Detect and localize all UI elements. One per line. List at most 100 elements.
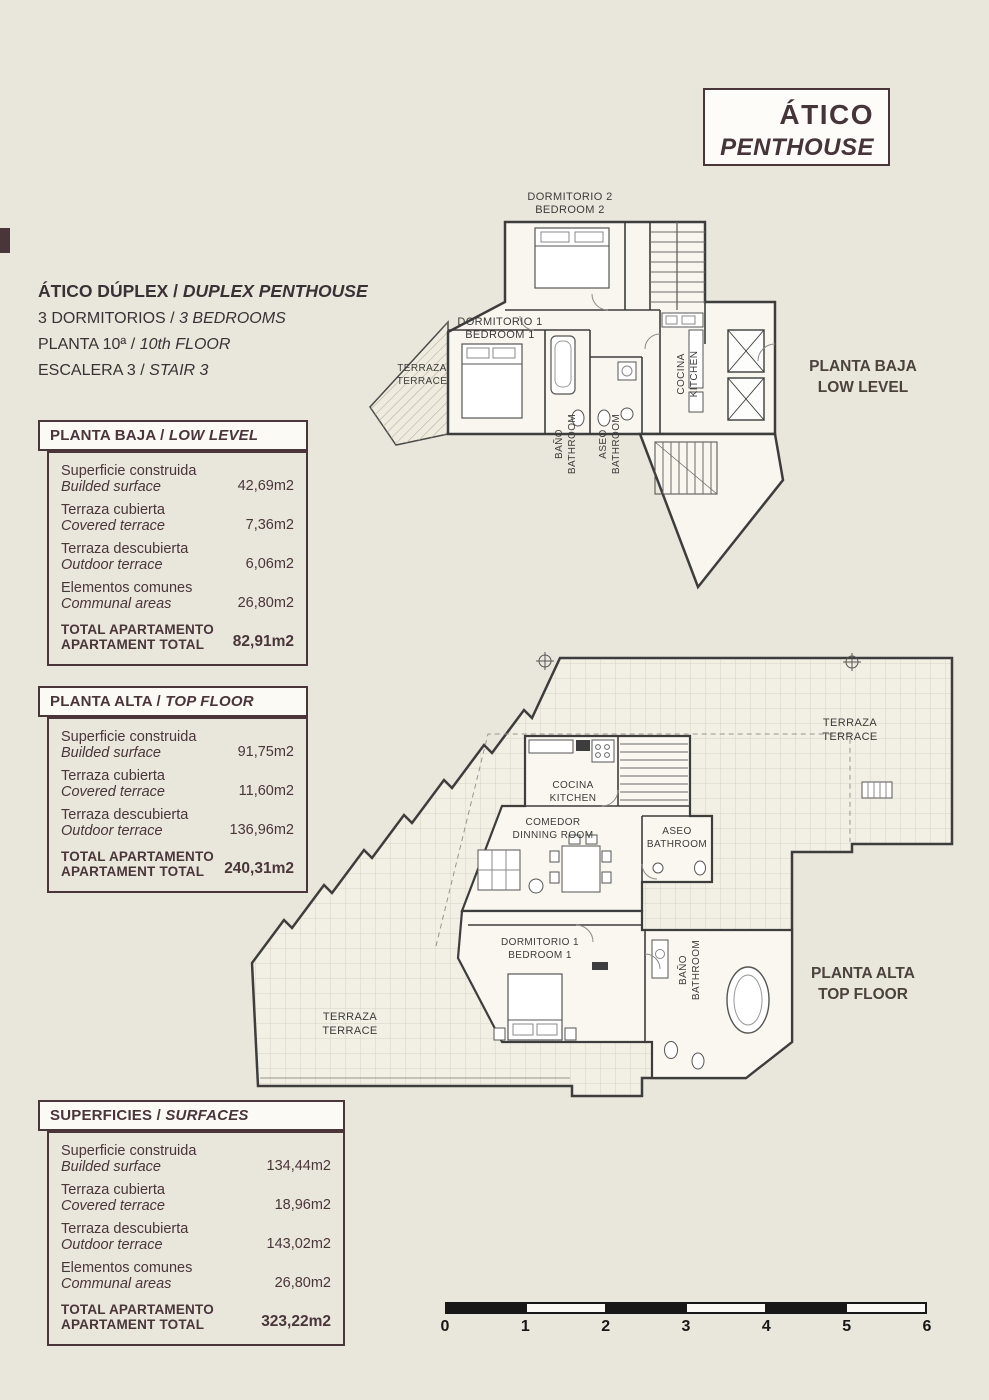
aseo-label-es: ASEO xyxy=(662,826,691,837)
apartment-interior-top xyxy=(456,734,794,1080)
table-top-floor: PLANTA ALTA / TOP FLOOR Superficie const… xyxy=(38,686,308,893)
left-edge-tab xyxy=(0,228,10,253)
row-label-es: Terraza cubierta xyxy=(61,502,165,518)
total-label-es: TOTAL APARTAMENTO xyxy=(61,1302,214,1317)
scale-segment xyxy=(685,1304,765,1312)
total-value: 82,91m2 xyxy=(232,633,294,650)
kitchen-counter-icon xyxy=(661,312,704,413)
row-label-en: Builded surface xyxy=(61,479,161,495)
bed-icon xyxy=(493,962,608,1041)
row-value: 143,02m2 xyxy=(266,1236,332,1252)
summary-es: ÁTICO DÚPLEX xyxy=(38,281,169,301)
dining-label-en: DINNING ROOM xyxy=(513,830,594,841)
stairs-icon xyxy=(620,743,688,801)
bedroom1-label-en: BEDROOM 1 xyxy=(508,950,572,961)
table-header: PLANTA BAJA / LOW LEVEL xyxy=(38,420,308,451)
terrace-bottom-label-en: TERRACE xyxy=(322,1025,377,1037)
aseo-label-es: ASEO xyxy=(598,429,609,458)
aseo-label-en: BATHROOM xyxy=(611,414,622,474)
dining-table-icon xyxy=(477,834,612,894)
separator: / xyxy=(152,1107,166,1124)
scale-bar-strip xyxy=(445,1302,927,1314)
row-label-es: Terraza descubierta xyxy=(61,807,189,823)
row-label-en: Communal areas xyxy=(61,1276,172,1292)
row-label-en: Communal areas xyxy=(61,596,172,612)
scale-number: 3 xyxy=(681,1318,691,1335)
communal-stairs-icon xyxy=(654,441,718,495)
summary-en: STAIR 3 xyxy=(149,362,209,379)
summary-en: 10th FLOOR xyxy=(139,336,231,353)
bath-label-es: BAÑO xyxy=(676,955,689,985)
terrace-top-label-es: TERRAZA xyxy=(823,717,877,729)
total-label-en: APARTAMENT TOTAL xyxy=(61,864,205,879)
kitchen-label-en: KITCHEN xyxy=(550,793,597,804)
row-value: 91,75m2 xyxy=(237,744,294,760)
table-header-en: SURFACES xyxy=(165,1107,249,1124)
table-header-en: LOW LEVEL xyxy=(168,427,259,444)
floor-plan-top-floor: TERRAZA TERRACE COCINA KITCHEN COMEDOR D… xyxy=(250,652,954,1098)
kitchen-label-en: KITCHEN xyxy=(689,351,700,398)
scale-bar: 0 1 2 3 4 5 6 xyxy=(441,1302,931,1340)
row-value: 26,80m2 xyxy=(274,1275,331,1291)
row-label-es: Terraza cubierta xyxy=(61,1182,165,1198)
stairs-icon xyxy=(650,222,705,310)
summary-line: 3 DORMITORIOS / 3 BEDROOMS xyxy=(38,306,368,332)
row-label-es: Terraza descubierta xyxy=(61,541,189,557)
row-label-en: Builded surface xyxy=(61,745,161,761)
scale-number: 6 xyxy=(922,1318,932,1335)
bed-icon xyxy=(461,343,523,419)
row-label-en: Outdoor terrace xyxy=(61,1237,163,1253)
plan-top-side-es: PLANTA ALTA xyxy=(811,965,915,982)
row-label-es: Elementos comunes xyxy=(61,580,193,596)
terrace-bottom-label-es: TERRAZA xyxy=(323,1011,377,1023)
summary-es: ESCALERA 3 xyxy=(38,362,136,379)
scale-segment xyxy=(605,1304,685,1312)
scale-segment xyxy=(765,1304,845,1312)
plan-top-side-label: PLANTA ALTA TOP FLOOR xyxy=(788,963,938,1005)
bathroom-icons xyxy=(651,860,770,1070)
scale-segment xyxy=(525,1304,605,1312)
row-value: 136,96m2 xyxy=(229,822,295,838)
bed-icon xyxy=(534,227,610,289)
row-label-es: Terraza descubierta xyxy=(61,1221,189,1237)
bedroom2-label-es: DORMITORIO 2 xyxy=(527,191,612,203)
row-label-es: Elementos comunes xyxy=(61,1260,193,1276)
door-arc-icons xyxy=(575,789,661,970)
separator: / xyxy=(152,693,166,710)
separator: / xyxy=(168,281,183,301)
separator: / xyxy=(135,362,150,379)
title-es: ÁTICO xyxy=(779,99,874,130)
scale-segment xyxy=(845,1304,925,1312)
table-surfaces: SUPERFICIES / SURFACES Superficie constr… xyxy=(38,1100,345,1346)
bedroom1-label-es: DORMITORIO 1 xyxy=(457,316,542,328)
row-label-en: Outdoor terrace xyxy=(61,823,163,839)
row-label-es: Superficie construida xyxy=(61,729,197,745)
row-value: 11,60m2 xyxy=(238,783,294,799)
interior-walls-top xyxy=(468,736,690,1042)
row-value: 42,69m2 xyxy=(237,478,294,494)
total-label-en: APARTAMENT TOTAL xyxy=(61,637,205,652)
vent-grate-icon xyxy=(861,781,893,799)
plan-top-side-en: TOP FLOOR xyxy=(818,986,908,1003)
total-label-es: TOTAL APARTAMENTO xyxy=(61,622,214,637)
row-value: 134,44m2 xyxy=(266,1158,332,1174)
plan-low-side-es: PLANTA BAJA xyxy=(809,358,917,375)
bedroom1-label-en: BEDROOM 1 xyxy=(465,329,535,341)
bath-label-en: BATHROOM xyxy=(567,414,578,474)
terrace-label-en: TERRACE xyxy=(397,376,448,387)
scale-number: 5 xyxy=(842,1318,852,1335)
table-low-level: PLANTA BAJA / LOW LEVEL Superficie const… xyxy=(38,420,308,666)
separator: / xyxy=(126,336,140,353)
survey-marker-icon xyxy=(536,652,861,671)
table-header-es: PLANTA ALTA xyxy=(50,693,153,710)
